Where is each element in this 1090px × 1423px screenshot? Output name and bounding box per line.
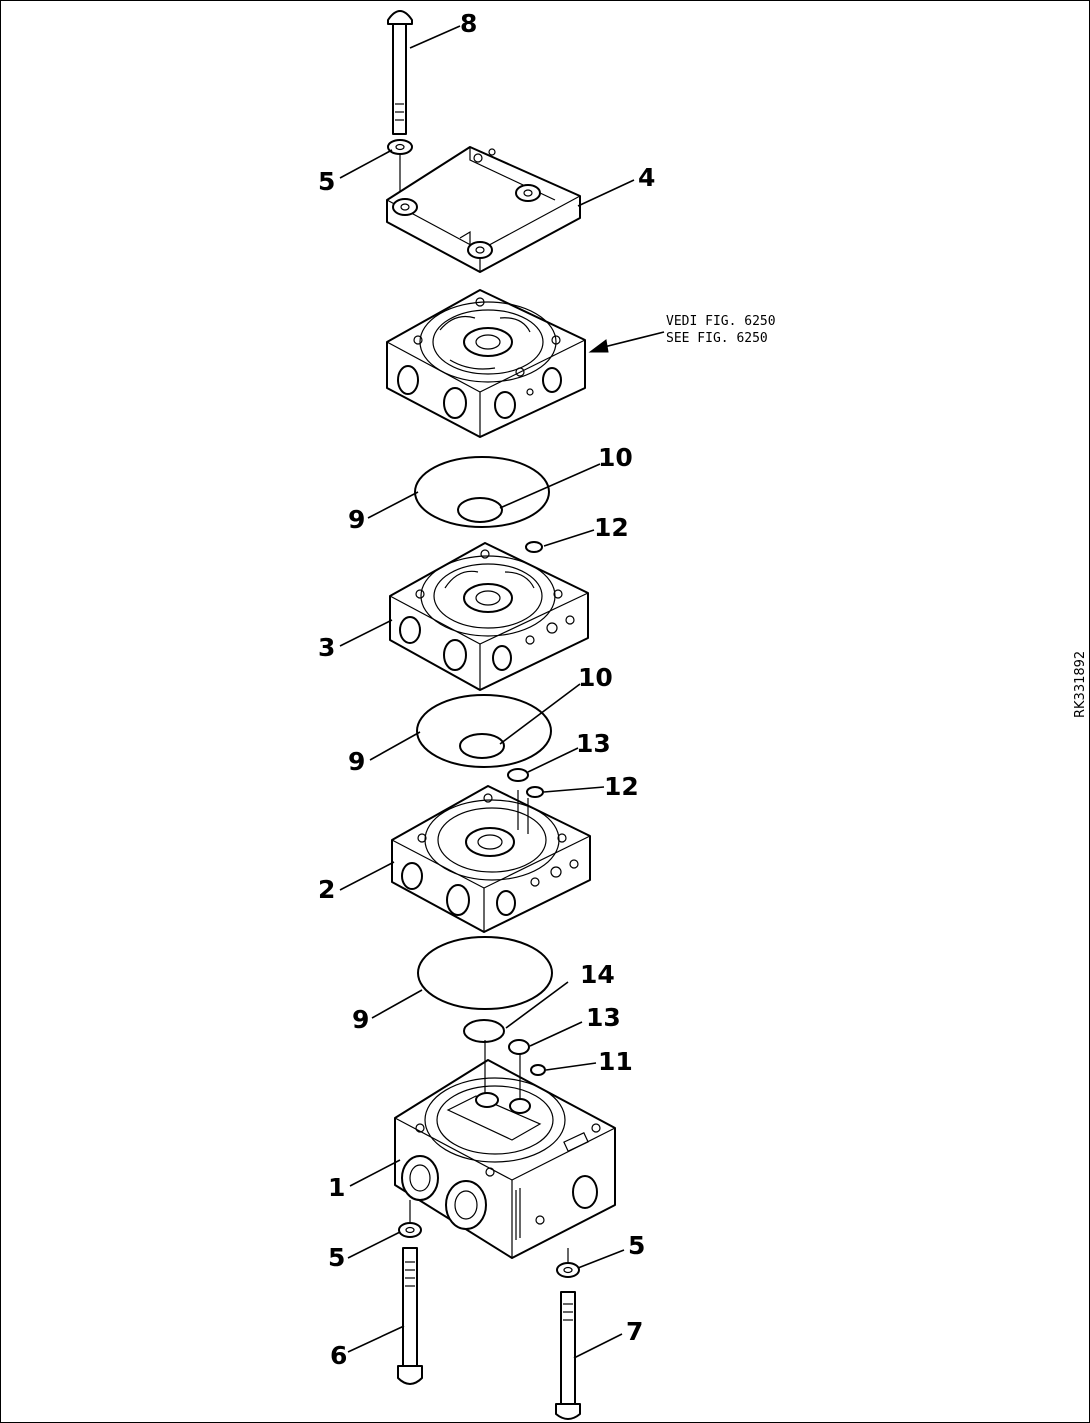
bolt-8: [387, 10, 413, 135]
callout-5: 5: [628, 1231, 645, 1260]
callout-12: 12: [594, 513, 629, 542]
valve-section-3: [389, 542, 589, 691]
drawing-code: RK331892: [1073, 651, 1088, 718]
o-ring-14: [463, 1019, 505, 1043]
reference-arrow: [588, 331, 665, 353]
callout-2: 2: [318, 875, 335, 904]
bolt-6: [397, 1247, 423, 1385]
o-ring-13-lower: [508, 1039, 530, 1055]
o-ring-12-lower: [526, 786, 544, 798]
washer-5-left: [398, 1200, 422, 1238]
callout-11: 11: [598, 1047, 633, 1076]
callout-3: 3: [318, 633, 335, 662]
gasket-9-middle: [416, 694, 552, 768]
leader-lines: [339, 25, 635, 1359]
o-ring-11: [530, 1064, 546, 1076]
callout-4: 4: [638, 163, 655, 192]
callout-5: 5: [328, 1243, 345, 1272]
callout-12: 12: [604, 772, 639, 801]
callout-13: 13: [586, 1003, 621, 1032]
callout-9: 9: [348, 747, 365, 776]
callout-1: 1: [328, 1173, 345, 1202]
callout-9: 9: [348, 505, 365, 534]
cover-plate-4: [386, 146, 581, 273]
callout-5: 5: [318, 167, 335, 196]
callout-7: 7: [626, 1317, 643, 1346]
gasket-9-upper: [414, 456, 550, 528]
callout-10: 10: [598, 443, 633, 472]
reference-note-en: SEE FIG. 6250: [666, 331, 768, 346]
callout-8: 8: [460, 9, 477, 38]
callout-6: 6: [330, 1341, 347, 1370]
gasket-9-lower: [417, 936, 553, 1010]
callout-labels: 8 5 4 10 9 12 3 10 9 13 12 2 14 9 13 11 …: [318, 9, 655, 1370]
valve-body-1: [394, 1040, 616, 1259]
reference-note-it: VEDI FIG. 6250: [666, 314, 776, 329]
callout-9: 9: [352, 1005, 369, 1034]
o-ring-13-upper: [507, 768, 529, 782]
washer-5-top: [387, 139, 413, 205]
valve-section-ref: [386, 289, 586, 438]
bolt-7: [555, 1291, 581, 1420]
o-ring-12-upper: [525, 541, 543, 553]
valve-section-2: [391, 785, 591, 933]
callout-14: 14: [580, 960, 615, 989]
washer-5-right: [556, 1248, 580, 1278]
callout-10: 10: [578, 663, 613, 692]
callout-13: 13: [576, 729, 611, 758]
